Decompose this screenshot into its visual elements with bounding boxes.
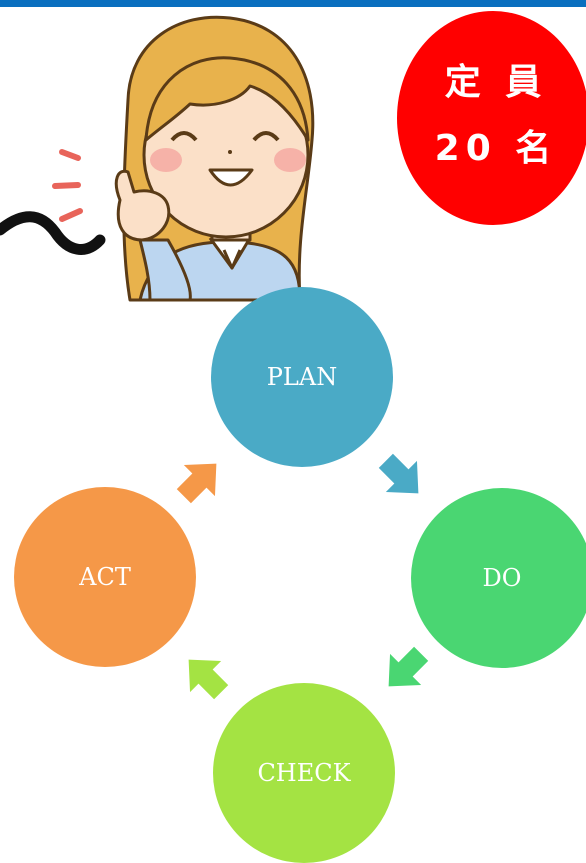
tilde-decoration (0, 211, 106, 255)
cycle-arrows (176, 453, 429, 700)
capacity-badge: 定 員 20 名 (397, 11, 586, 225)
arrow-check-to-act (188, 659, 229, 700)
cycle-node-do-label: DO (482, 564, 522, 592)
capacity-count: 20 名 (434, 128, 558, 169)
cycle-node-act-label: ACT (79, 563, 131, 591)
cycle-node-check-label: CHECK (257, 759, 351, 787)
woman-illustration (114, 15, 315, 302)
arrow-do-to-check (388, 646, 429, 687)
cycle-node-plan: PLAN (211, 287, 393, 467)
cycle-node-act: ACT (14, 487, 196, 667)
arrow-act-to-plan (176, 463, 217, 504)
cycle-node-check: CHECK (213, 683, 395, 863)
cycle-node-do: DO (411, 488, 586, 668)
cycle-node-plan-label: PLAN (266, 363, 338, 391)
top-accent-bar (0, 0, 586, 7)
arrow-check-to-act-shape (188, 659, 229, 700)
motion-lines (52, 149, 83, 222)
arrow-do-to-check-shape (388, 646, 429, 687)
capacity-label: 定 員 (444, 62, 548, 103)
arrow-plan-to-do-shape (378, 453, 419, 494)
arrow-plan-to-do (378, 453, 419, 494)
arrow-act-to-plan-shape (176, 463, 217, 504)
